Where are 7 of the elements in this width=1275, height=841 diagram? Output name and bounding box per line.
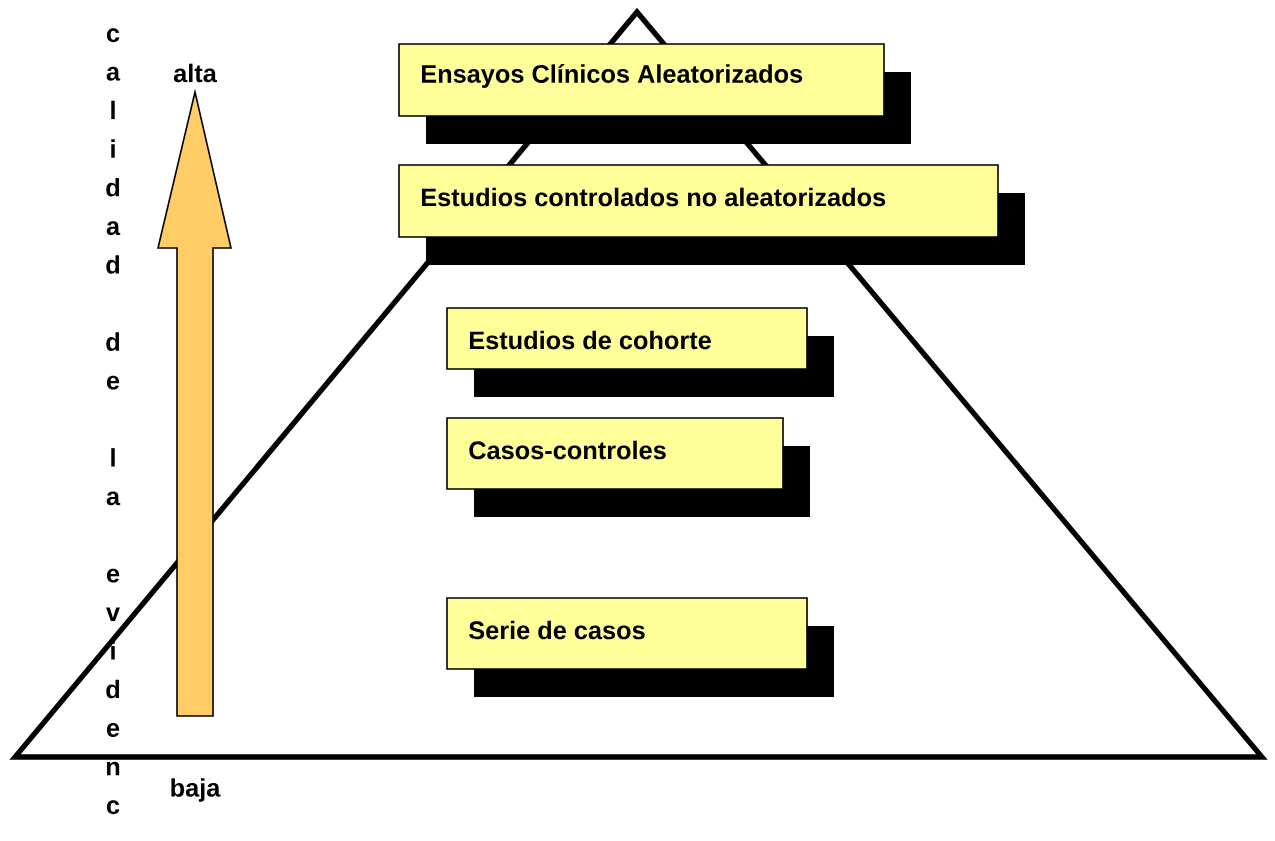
axis-label: alta	[173, 63, 217, 83]
shadow-box: Estudios de cohorte	[446, 307, 834, 397]
shadow-box: Casos-controles	[446, 417, 810, 517]
shadow-box: Ensayos Clínicos Aleatorizados	[398, 43, 911, 144]
axis-label: baja	[171, 778, 221, 802]
shadow-box: Serie de casos	[446, 597, 834, 697]
shadow-box: Estudios controlados no aleatorizados	[398, 164, 1025, 265]
